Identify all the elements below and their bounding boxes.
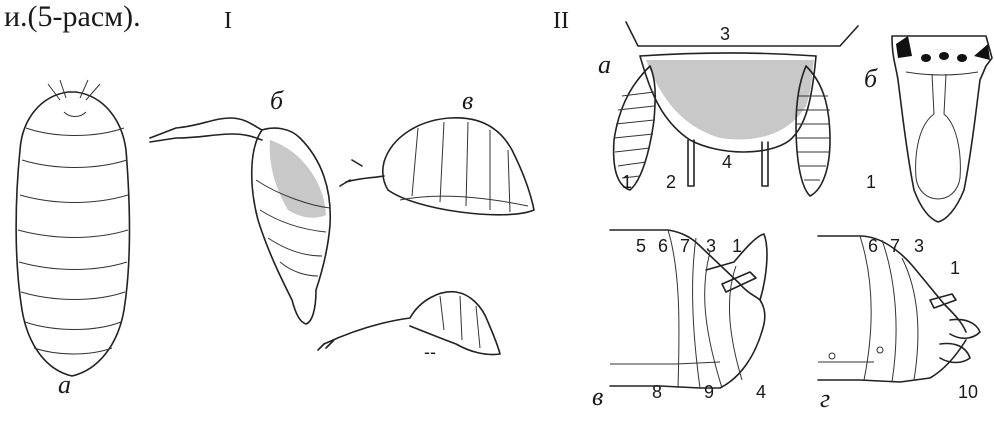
label-num-v-3: 3 [706,236,716,257]
label-letter-a-right: а [598,50,611,80]
label-letter-b-right: б [864,64,877,94]
label-num-v-1: 1 [732,236,742,257]
label-num-v-9: 9 [704,382,714,403]
springtail-lateral-illustration [150,118,330,324]
label-num-a-3: 3 [720,24,730,45]
label-num-g-1: 1 [950,258,960,279]
springtail-dorsal-illustration [16,80,129,376]
label-num-a-1: 1 [622,172,632,193]
label-num-v-7: 7 [680,236,690,257]
label-num-a-4: 4 [722,152,732,173]
label-mark-left: -- [424,342,436,363]
label-num-v-4: 4 [756,382,766,403]
label-num-v-6: 6 [658,236,668,257]
label-letter-a-left: а [58,370,71,400]
label-num-v-8: 8 [652,382,662,403]
springtail-side-illustration [340,118,534,215]
abdomen-tip-view-a [614,22,858,196]
springtail-small-illustration [318,292,500,355]
label-num-a-2: 2 [666,172,676,193]
label-num-g-3: 3 [914,236,924,257]
label-num-v-5: 5 [636,236,646,257]
label-num-g-6: 6 [868,236,878,257]
label-num-g-7: 7 [890,236,900,257]
label-letter-v-right: в [592,382,603,412]
label-num-b-1: 1 [866,172,876,193]
abdomen-tip-view-b [892,36,992,222]
label-letter-v-left: в [462,86,473,116]
label-num-g-10: 10 [958,382,978,403]
label-letter-b-left: б [270,86,283,116]
label-letter-g-right: г [820,384,830,414]
